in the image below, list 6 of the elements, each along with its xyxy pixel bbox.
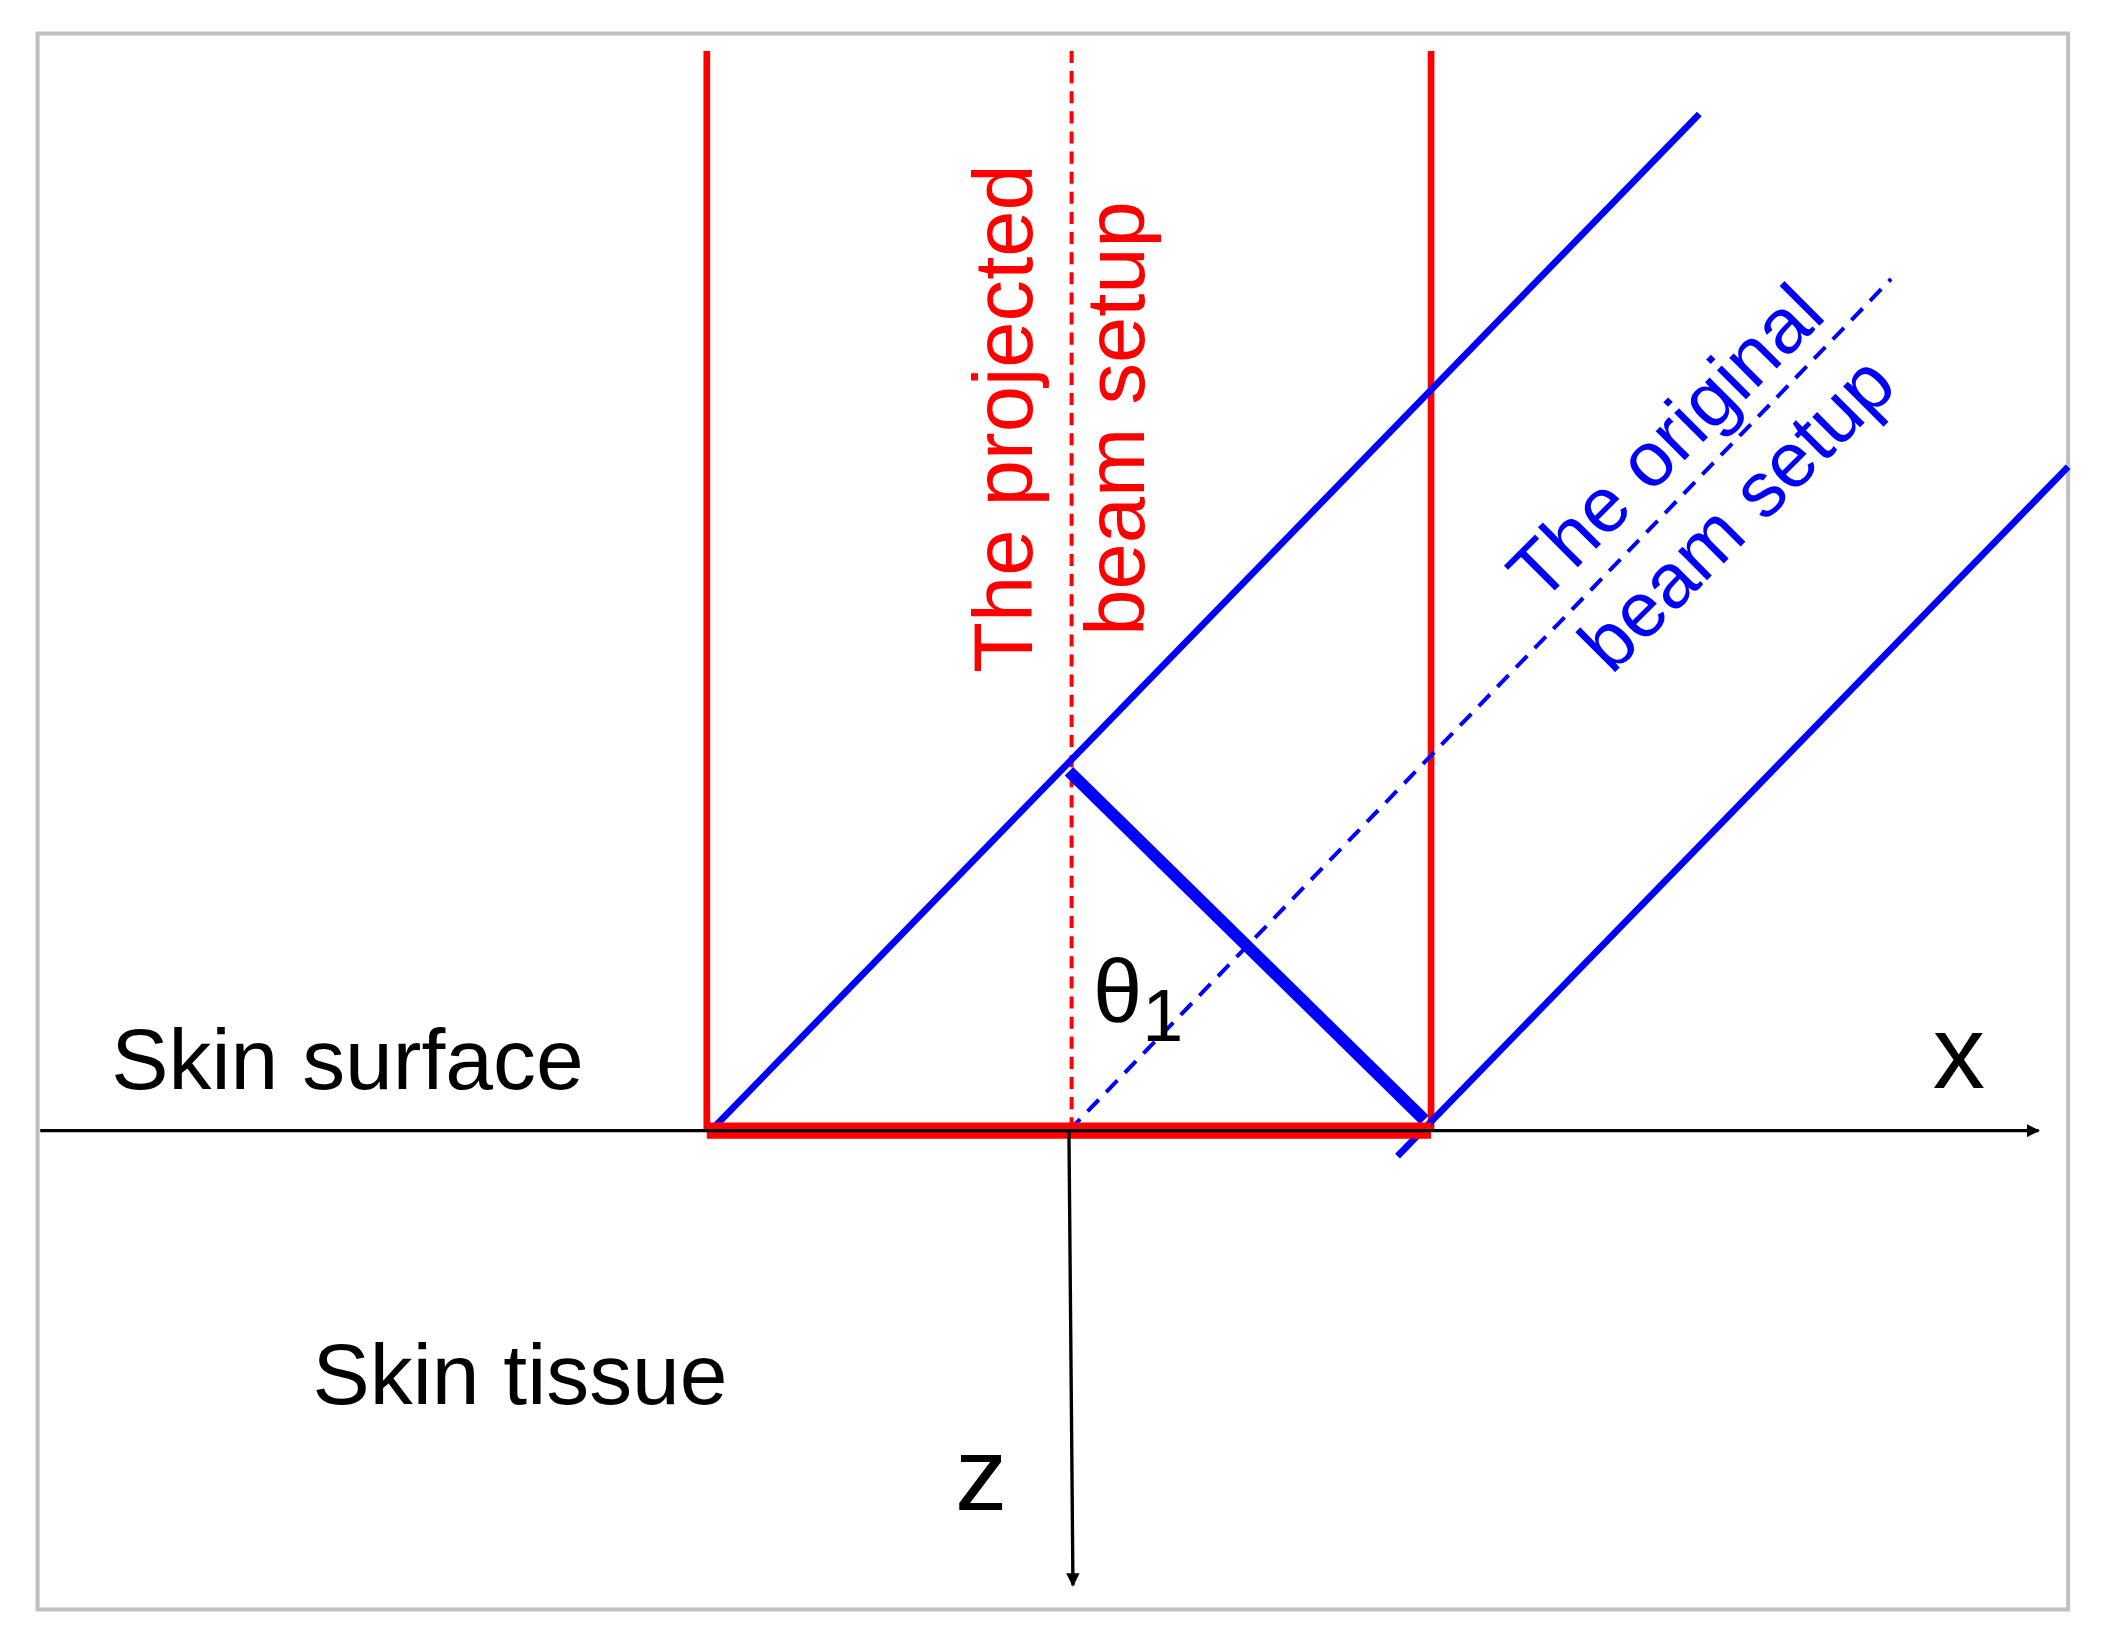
region-label: Skin surface xyxy=(111,1016,584,1103)
region-label: Skin tissue xyxy=(312,1331,728,1418)
angle-label: θ$_{1}$ xyxy=(1093,946,1184,1054)
axis-label: z xyxy=(954,1421,1008,1527)
axis-label: x xyxy=(1932,999,1985,1104)
rotated-label: The projected beam setup xyxy=(955,163,1163,675)
